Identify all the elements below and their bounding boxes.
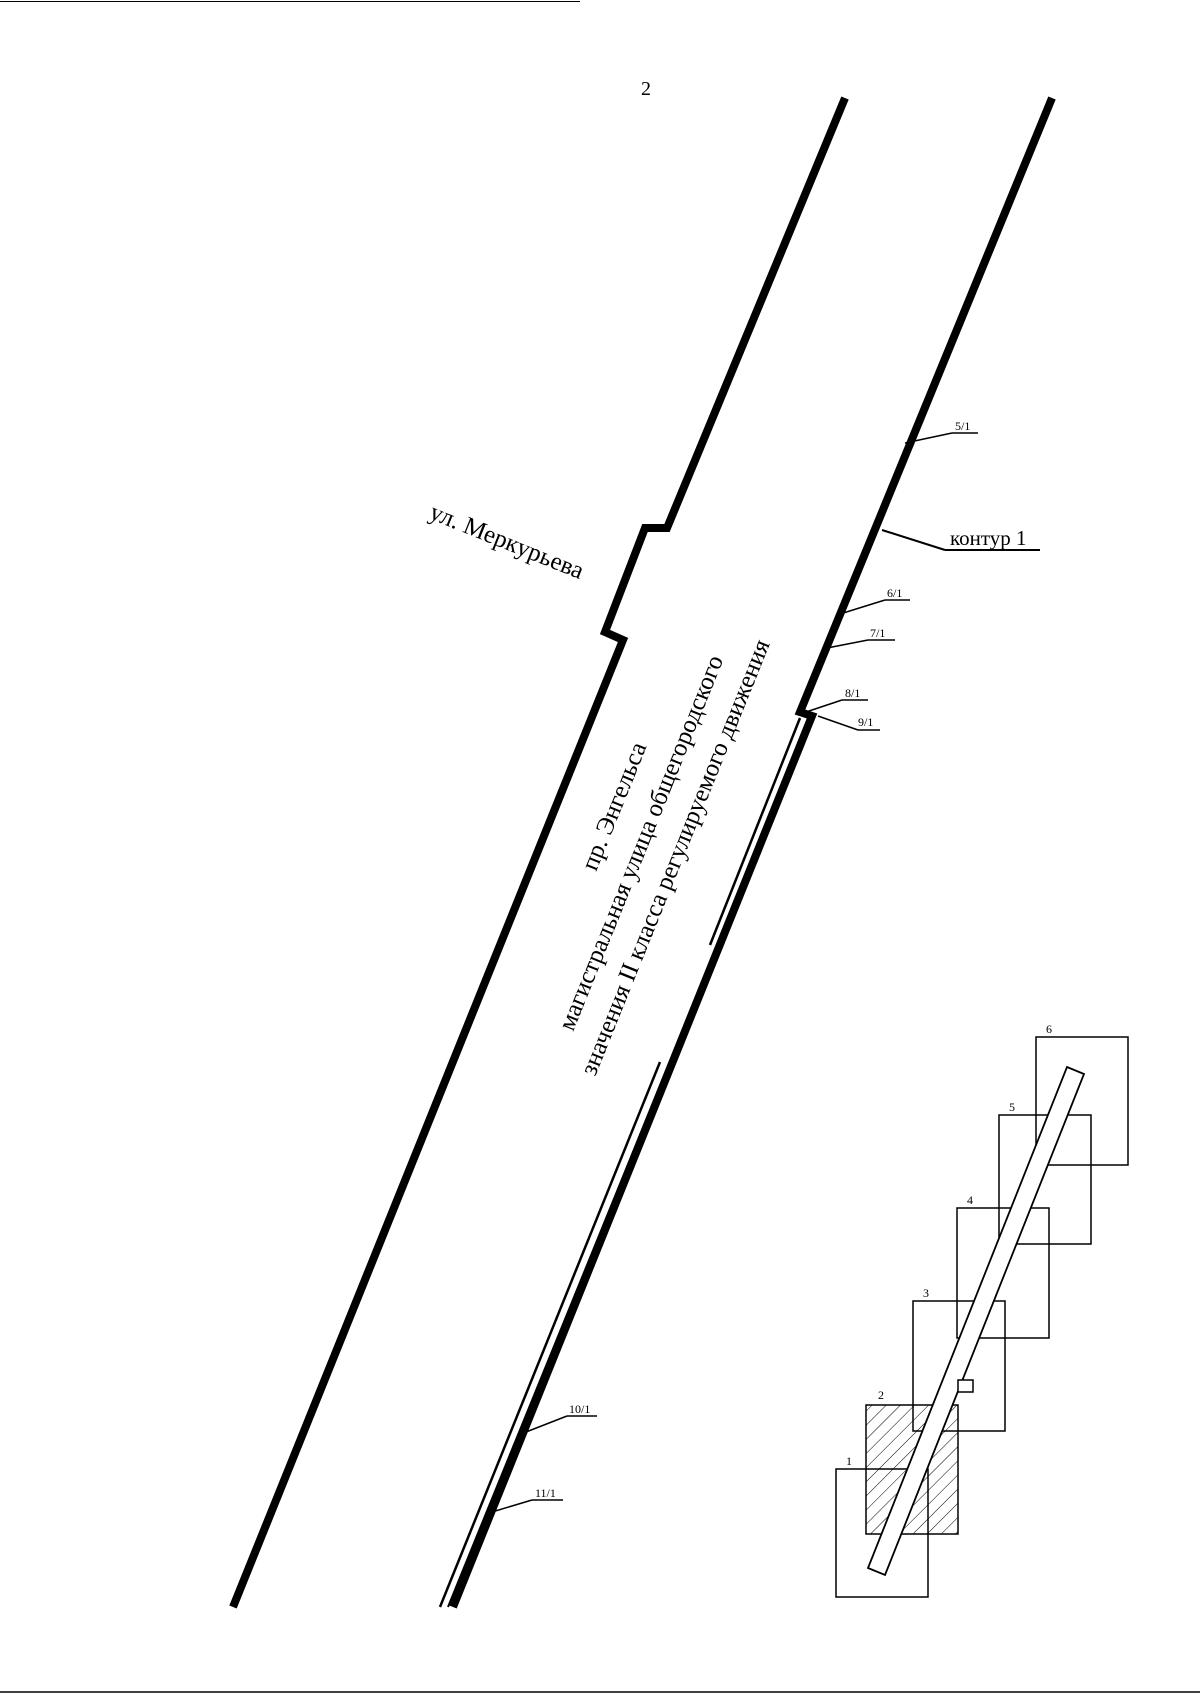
point-label: 7/1 [870,626,885,640]
point-label: 5/1 [955,419,970,433]
contour-label: контур 1 [950,526,1027,550]
key-sheet-number: 3 [923,1286,929,1300]
point-callout-6-1: 6/1 [839,586,910,615]
page-number: 2 [641,78,651,100]
key-sheet-number: 5 [1009,1100,1015,1114]
key-sheet-number: 2 [878,1388,884,1402]
key-map-notch [957,1379,974,1393]
point-label: 8/1 [845,686,860,700]
point-label: 10/1 [569,1402,590,1416]
key-sheet-number: 4 [967,1193,973,1207]
left-road-boundary [229,96,849,1609]
point-callout-10-1: 10/1 [525,1402,597,1433]
side-street-label: ул. Меркурьева [426,499,588,585]
key-sheet-5 [998,1114,1092,1245]
point-label: 11/1 [535,1486,556,1500]
point-callout-5-1: 5/1 [904,419,978,444]
key-sheet-6 [1035,1036,1129,1166]
point-label: 9/1 [858,715,873,729]
right-road-boundary-contour [449,96,1056,1609]
point-callout-9-1: 9/1 [817,715,880,731]
key-sheet-1 [835,1468,929,1598]
inner-line-a [708,717,802,946]
key-sheet-number: 1 [846,1454,852,1468]
point-callout-7-1: 7/1 [826,626,895,649]
key-map-street-strip [866,1065,1086,1577]
inner-line-d [447,1065,669,1608]
key-sheet-4 [956,1207,1050,1339]
inner-line-c [438,1061,662,1608]
point-label: 6/1 [887,586,902,600]
inner-line-b [717,719,809,949]
key-map: 1 2 3 4 5 6 [835,1022,1129,1598]
contour-callout: контур 1 [881,526,1040,551]
key-sheet-3 [912,1300,1006,1432]
key-sheet-number: 6 [1046,1022,1052,1036]
point-callout-11-1: 11/1 [491,1486,563,1513]
point-callout-8-1: 8/1 [805,686,868,713]
